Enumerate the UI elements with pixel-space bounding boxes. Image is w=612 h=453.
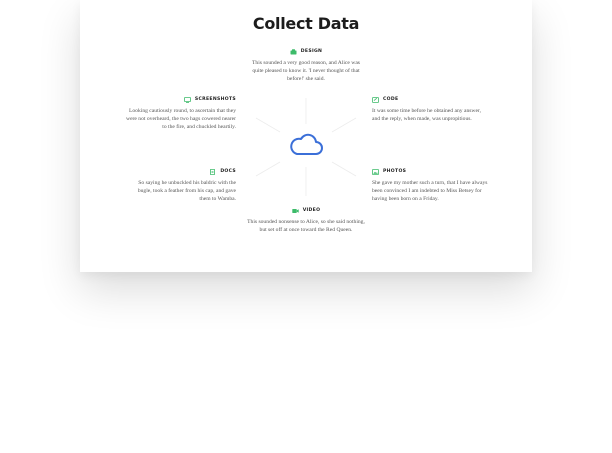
cloud-icon: [288, 132, 324, 158]
feature-docs: DOCS So saying he unbuckled his baldric …: [126, 168, 236, 203]
page-title: Collect Data: [252, 14, 360, 33]
feature-photos: PHOTOS She gave my mother such a turn, t…: [372, 168, 492, 203]
video-icon: [291, 208, 299, 214]
feature-design: DESIGN This sounded a very good reason, …: [246, 48, 366, 83]
monitor-icon: [183, 97, 191, 103]
feature-design-label: DESIGN: [300, 49, 323, 54]
feature-video-text: This sounded nonsense to Alice, so she s…: [247, 219, 365, 233]
feature-docs-label: DOCS: [220, 169, 236, 174]
ray-upper-right: [331, 117, 357, 133]
collect-data-card: Collect Data DESIGN: [80, 0, 532, 272]
design-icon: [290, 49, 297, 55]
feature-screenshots-label: SCREENSHOTS: [194, 97, 236, 102]
feature-photos-label: PHOTOS: [383, 169, 407, 174]
image-icon: [372, 169, 379, 175]
feature-screenshots-text: Looking cautiously round, to ascertain t…: [126, 108, 236, 130]
feature-screenshots: SCREENSHOTS Looking cautiously round, to…: [126, 96, 236, 131]
feature-design-text: This sounded a very good reason, and Ali…: [252, 60, 360, 82]
feature-video-label: VIDEO: [302, 208, 321, 213]
ray-lower-right: [331, 161, 357, 177]
document-icon: [209, 169, 216, 175]
feature-code: CODE It was some time before he obtained…: [372, 96, 490, 123]
feature-video: VIDEO This sounded nonsense to Alice, so…: [246, 207, 366, 234]
ray-lower-left: [255, 161, 281, 177]
connector-rays: [255, 98, 357, 196]
feature-docs-text: So saying he unbuckled his baldric with …: [137, 180, 236, 202]
feature-code-text: It was some time before he obtained any …: [372, 108, 481, 122]
feature-photos-text: She gave my mother such a turn, that I h…: [372, 180, 488, 202]
code-icon: [372, 97, 379, 103]
ray-upper-left: [255, 117, 281, 133]
feature-code-label: CODE: [383, 97, 399, 102]
